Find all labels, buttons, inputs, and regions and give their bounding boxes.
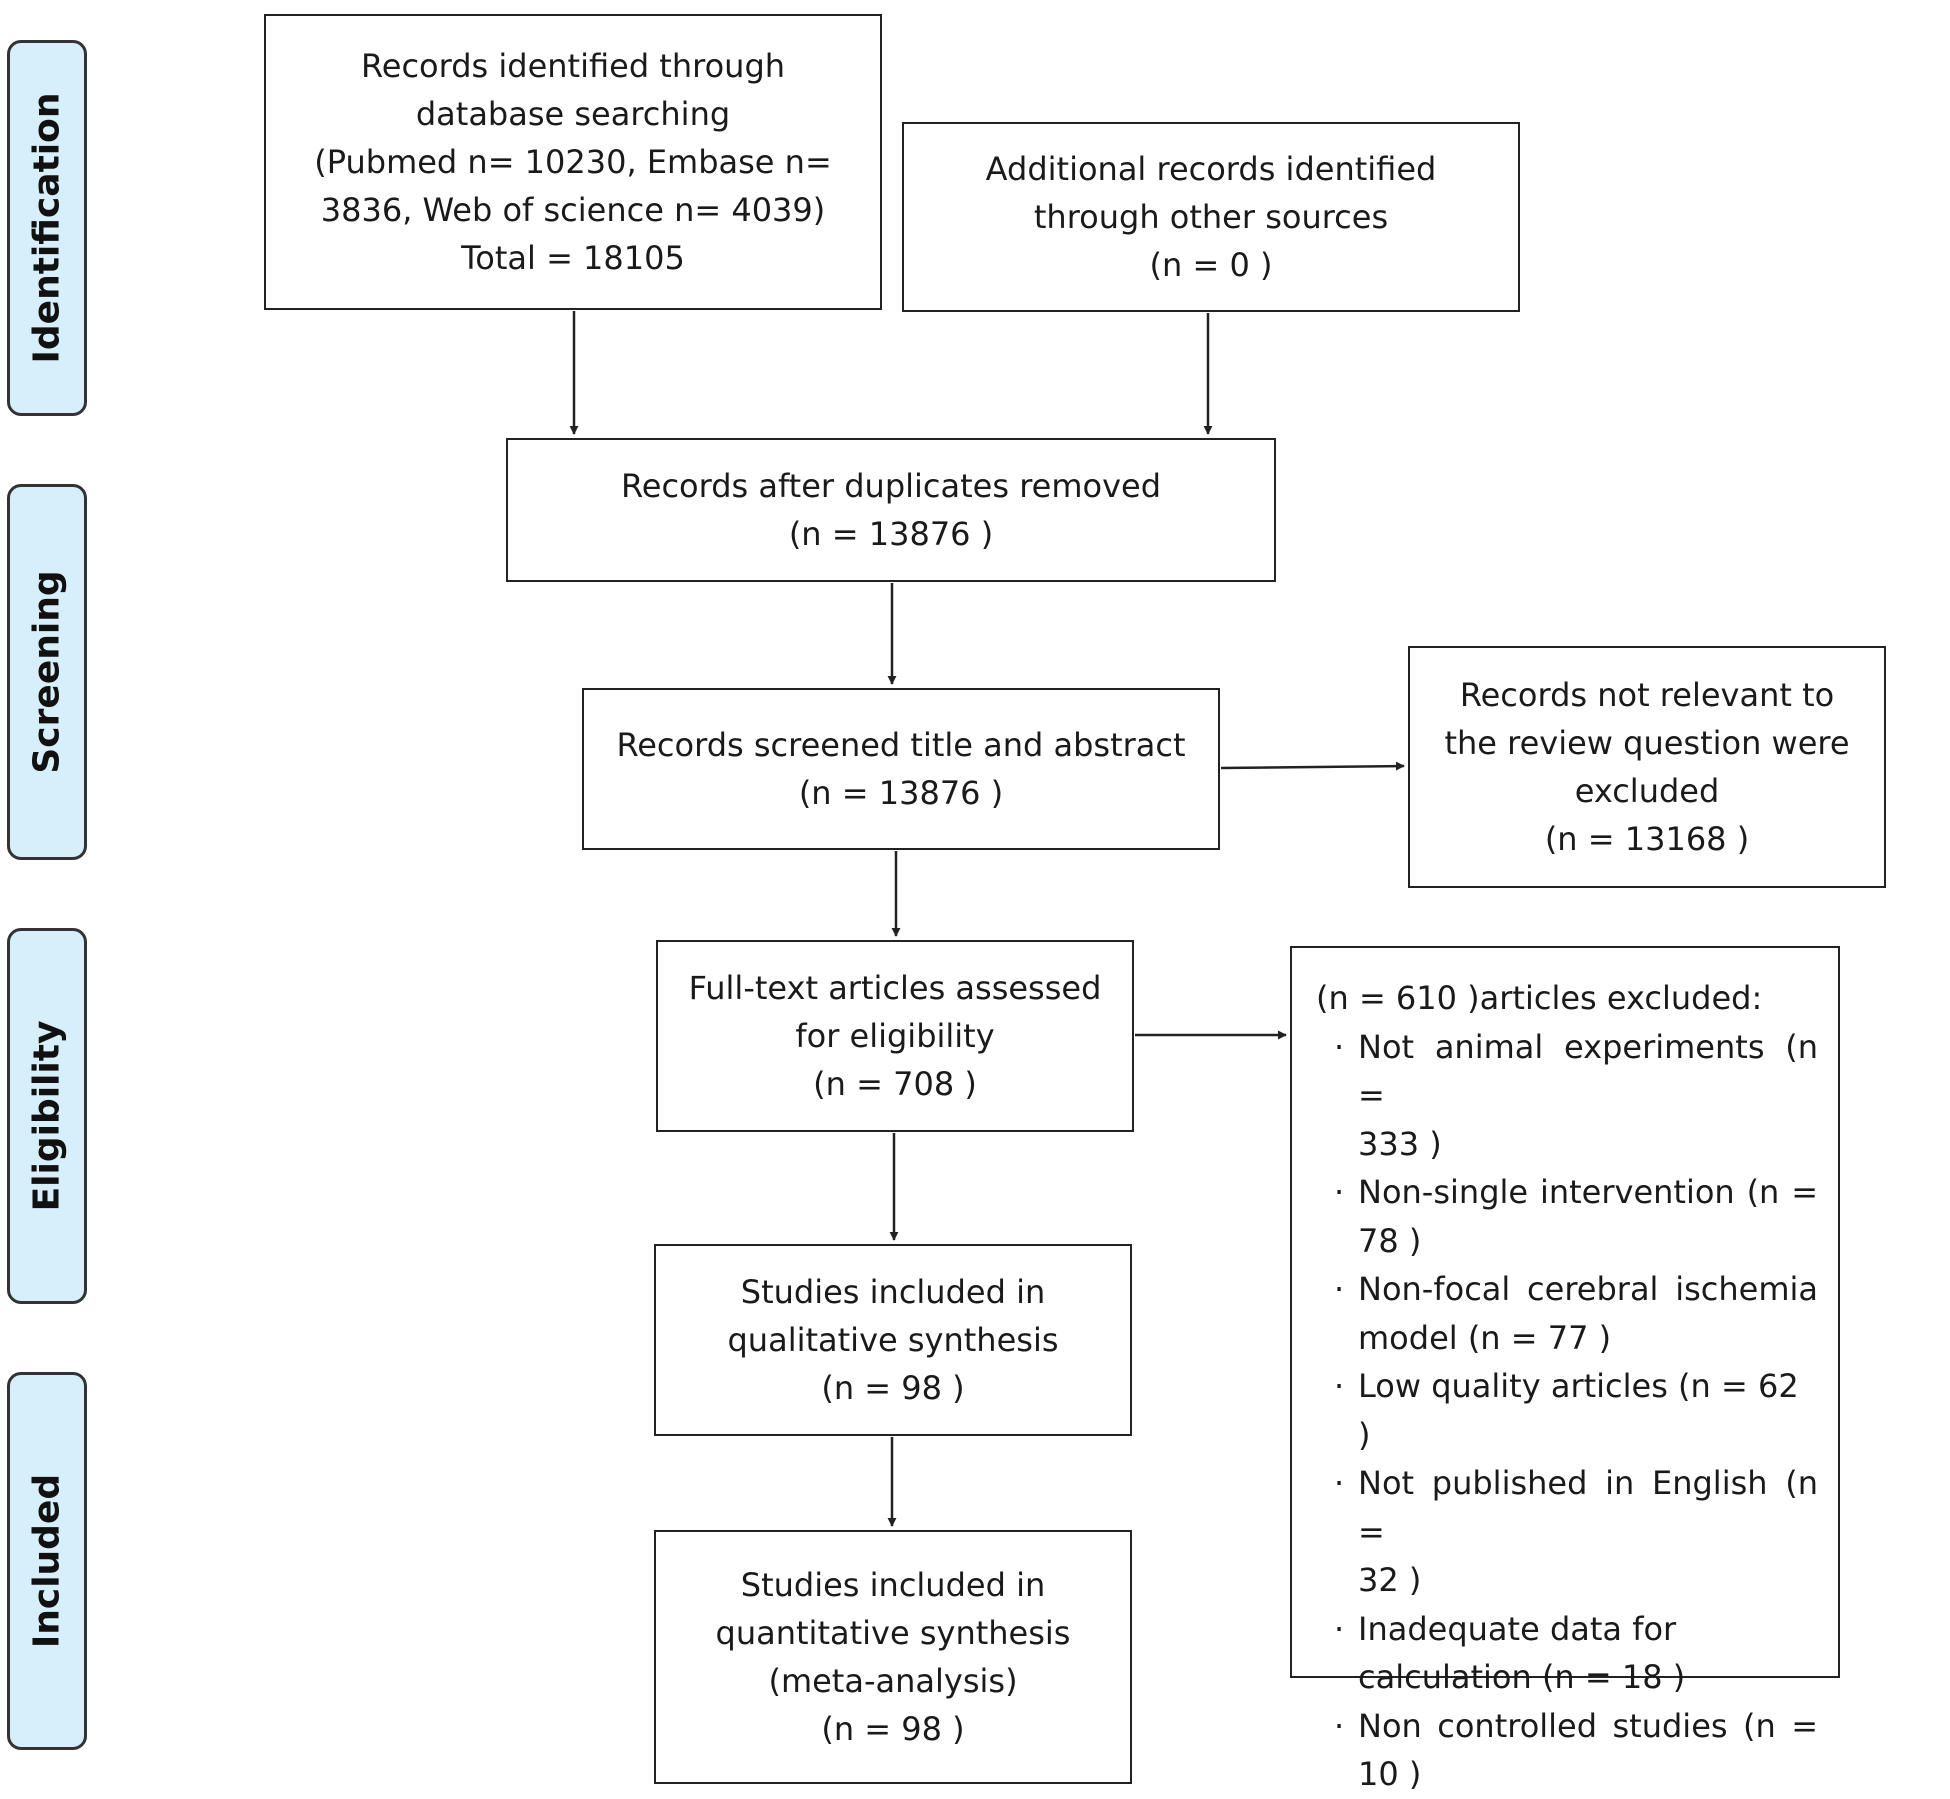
box-line: (n = 0 ) (1149, 246, 1273, 284)
excluded-articles-box: (n = 610 )articles excluded: · Not anima… (1290, 946, 1840, 1793)
excluded-item: · Non-single intervention (n = 78 ) (1316, 1168, 1818, 1265)
box-line: Total = 18105 (461, 239, 685, 277)
box-line: Studies included in (740, 1566, 1046, 1604)
excluded-item: · Non-focal cerebral ischemia model (n =… (1316, 1265, 1818, 1362)
phase-included: Included (7, 1372, 87, 1750)
box-line: Records after duplicates removed (620, 467, 1162, 505)
bullet: · (1334, 1609, 1345, 1648)
excluded-item-text: Low quality articles (n = 62 ) (1358, 1367, 1799, 1454)
excluded-item-text: Inadequate data for (1358, 1609, 1677, 1648)
box-line: (n = 13168 ) (1544, 820, 1750, 858)
phase-eligibility: Eligibility (7, 928, 87, 1304)
excluded-item-text: 78 ) (1358, 1221, 1422, 1260)
other-sources-box: Additional records identified through ot… (902, 122, 1520, 312)
box-line: the review question were (1444, 724, 1850, 762)
box-line: Records not relevant to (1459, 676, 1835, 714)
arrow-screened-to-not-relevant (1220, 761, 1405, 771)
box-line: excluded (1574, 772, 1720, 810)
database-search-box: Records identified through database sear… (264, 14, 882, 310)
full-text-box: Full-text articles assessed for eligibil… (656, 940, 1134, 1132)
bullet: · (1334, 1464, 1345, 1502)
box-line: (n = 708 ) (813, 1065, 977, 1103)
box-line: Records screened title and abstract (616, 726, 1186, 764)
not-relevant-box: Records not relevant to the review quest… (1408, 646, 1886, 888)
box-line: quantitative synthesis (715, 1614, 1071, 1652)
excluded-item-text: Not published in English (n = (1358, 1464, 1818, 1551)
duplicates-removed-box: Records after duplicates removed (n = 13… (506, 438, 1276, 582)
excluded-item: · Inadequate data for calculation (n = 1… (1316, 1605, 1818, 1702)
phase-identification: Identification (7, 40, 87, 416)
box-line: 3836, Web of science n= 4039) (320, 191, 826, 229)
bullet: · (1334, 1367, 1345, 1405)
excluded-item-text: Non controlled studies (n = (1358, 1706, 1818, 1745)
excluded-item-text: calculation (n = 18 ) (1358, 1658, 1686, 1696)
qualitative-synthesis-box: Studies included in qualitative synthesi… (654, 1244, 1132, 1436)
box-line: qualitative synthesis (727, 1321, 1059, 1359)
excluded-item-text: 10 ) (1358, 1755, 1422, 1793)
box-line: (Pubmed n= 10230, Embase n= (314, 143, 832, 181)
excluded-item-text: Non-focal cerebral ischemia (1358, 1270, 1818, 1308)
excluded-item-text: model (n = 77 ) (1358, 1318, 1612, 1357)
screened-box: Records screened title and abstract (n =… (582, 688, 1220, 850)
excluded-item-text: 333 ) (1358, 1124, 1442, 1163)
bullet: · (1334, 1270, 1345, 1308)
bullet: · (1334, 1027, 1345, 1066)
box-line: Studies included in (740, 1273, 1046, 1311)
excluded-item: · Not published in English (n = 32 ) (1316, 1459, 1818, 1605)
excluded-item-text: Not animal experiments (n = (1358, 1027, 1818, 1115)
box-line: (n = 98 ) (821, 1710, 965, 1748)
box-line: for eligibility (795, 1017, 995, 1055)
box-line: through other sources (1033, 198, 1389, 236)
box-line: Records identified through (360, 47, 786, 85)
box-line: Additional records identified (985, 150, 1437, 188)
excluded-header: (n = 610 )articles excluded: (1316, 979, 1763, 1017)
box-line: (meta-analysis) (768, 1662, 1018, 1700)
box-line: Full-text articles assessed (688, 969, 1102, 1007)
box-line: database searching (415, 95, 731, 133)
excluded-item-text: Non-single intervention (n = (1358, 1173, 1818, 1211)
excluded-item: · Low quality articles (n = 62 ) (1316, 1362, 1818, 1459)
box-line: (n = 13876 ) (798, 774, 1004, 812)
excluded-item: · Not animal experiments (n = 333 ) (1316, 1023, 1818, 1169)
box-line: (n = 98 ) (821, 1369, 965, 1407)
bullet: · (1334, 1173, 1345, 1211)
box-line: (n = 13876 ) (788, 515, 994, 553)
phase-screening: Screening (7, 484, 87, 860)
bullet: · (1334, 1706, 1345, 1745)
excluded-item: · Non controlled studies (n = 10 ) (1316, 1702, 1818, 1799)
excluded-item-text: 32 ) (1358, 1561, 1422, 1599)
quantitative-synthesis-box: Studies included in quantitative synthes… (654, 1530, 1132, 1784)
